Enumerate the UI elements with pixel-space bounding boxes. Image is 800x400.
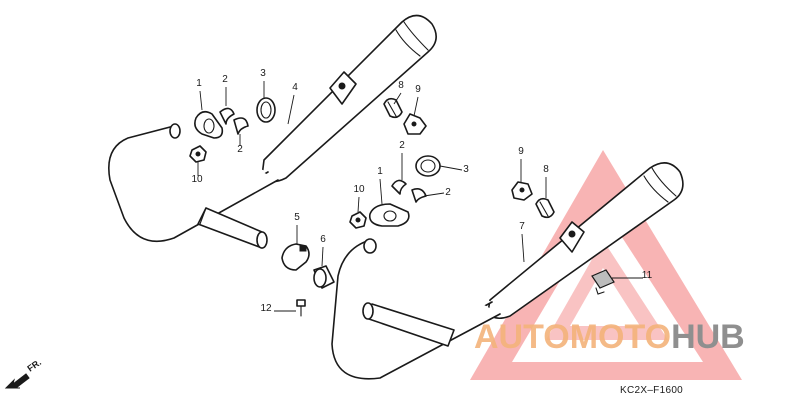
callout-2-c2a: 2 [222,74,228,85]
left-muffler-assembly [108,14,437,249]
callout-12-c12: 12 [260,303,272,314]
watermark-text: AUTOMOTOHUB [474,318,745,356]
left-joint-hardware [189,97,276,163]
right-muffler-assembly [331,162,684,380]
callout-6-c6: 6 [320,234,326,245]
callout-2-c2d: 2 [445,187,451,198]
hanger-bolt [296,299,306,307]
callout-8-c8b: 8 [543,164,549,175]
callout-2-c2c: 2 [399,140,405,151]
left-collar-lower [233,117,249,135]
callout-1-c1b: 1 [377,166,383,177]
callout-1-c1a: 1 [196,78,202,89]
callout-4-c4: 4 [292,82,298,93]
callout-10-c10a: 10 [191,174,203,185]
callout-5-c5: 5 [294,212,300,223]
callout-7-c7: 7 [519,221,525,232]
right-exhaust-gasket [415,155,441,177]
leader-lines [197,81,643,312]
watermark-text-first: AUTOMOTO [474,318,671,356]
right-muffler-body [487,162,684,320]
callout-8-c8a: 8 [398,80,404,91]
center-joint-hardware [281,243,335,317]
left-exhaust-flange [194,110,224,139]
right-collar-upper [391,179,407,195]
callout-2-c2b: 2 [237,144,243,155]
left-crossover-pipe [197,207,266,249]
callout-3-c3a: 3 [260,68,266,79]
left-collar-upper [219,107,235,125]
right-header-pipe-inner [331,239,501,380]
muffler-rubber-lower [535,197,555,219]
callout-9-c9a: 9 [415,84,421,95]
left-exhaust-gasket [256,97,276,123]
clip-nut [591,269,615,289]
callout-11-c11: 11 [642,270,653,281]
right-joint-hardware [349,97,615,295]
callout-10-c10b: 10 [353,184,365,195]
watermark-text-second: HUB [671,318,745,356]
muffler-rubber-upper [383,97,403,119]
left-header-pipe-inner [108,125,279,242]
diagram-code: KC2X–F1600 [620,385,683,396]
right-exhaust-flange [368,203,410,227]
callout-3-c3b: 3 [463,164,469,175]
left-muffler-body [261,14,437,183]
front-arrow-icon [4,373,30,389]
right-collar-lower [411,188,427,203]
front-marker-label: FR. [25,357,43,374]
callout-9-c9b: 9 [518,146,524,157]
front-direction-marker: FR. [4,357,43,389]
watermark-triangle-hole [570,268,640,326]
